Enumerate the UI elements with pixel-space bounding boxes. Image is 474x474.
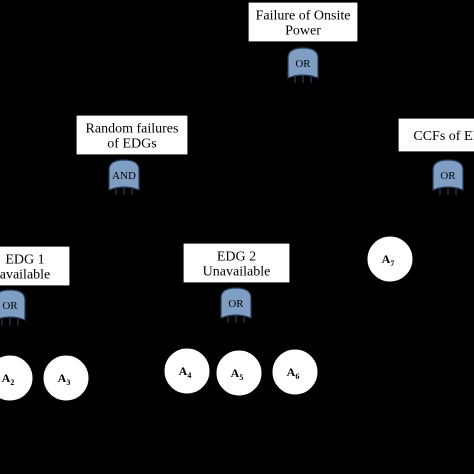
gate-label-g-ccf: OR	[440, 170, 456, 182]
event-label-top-1: Power	[285, 24, 321, 39]
gate-shape-g-top	[287, 47, 319, 79]
gate-label-g-top: OR	[295, 58, 311, 70]
basic-event-a2: A2	[0, 354, 34, 402]
basic-label-a2: A2	[2, 371, 15, 387]
gate-shape-g-random	[108, 159, 140, 191]
basic-label-a3: A3	[58, 371, 71, 387]
gate-g-top: OR	[287, 47, 319, 83]
gate-g-ccf: OR	[432, 159, 464, 195]
basic-label-a6: A6	[287, 365, 300, 381]
basic-circle-a3	[42, 354, 90, 402]
basic-circle-a5	[215, 349, 263, 397]
gate-label-g-edg1: OR	[2, 300, 18, 312]
gate-shape-g-ccf	[432, 159, 464, 191]
gate-shape-g-edg1	[0, 289, 26, 321]
gate-g-edg1: OR	[0, 289, 26, 325]
gate-g-edg2: OR	[220, 287, 252, 323]
basic-circle-a6	[271, 348, 319, 396]
event-label-top-0: Failure of Onsite	[256, 9, 351, 24]
event-label-ccf-0: CCFs of ED	[413, 129, 474, 144]
event-label-random-0: Random failures	[86, 122, 179, 137]
event-box-top	[247, 1, 359, 43]
event-label-random-1: of EDGs	[107, 137, 156, 152]
event-label-edg1-1: available	[0, 268, 50, 283]
event-box-random	[75, 114, 189, 156]
event-ccf: CCFs of ED	[397, 117, 474, 153]
basic-label-a4: A4	[179, 364, 192, 380]
event-box-edg2	[182, 242, 291, 284]
basic-event-a3: A3	[42, 354, 90, 402]
gate-label-g-random: AND	[112, 170, 136, 182]
gate-shape-g-edg2	[220, 287, 252, 319]
basic-label-a7: A7	[382, 252, 395, 268]
basic-event-a4: A4	[163, 347, 211, 395]
basic-event-a7: A7	[366, 235, 414, 283]
basic-label-a5: A5	[231, 366, 244, 382]
event-label-edg2-0: EDG 2	[217, 250, 256, 265]
event-box-ccf	[397, 117, 474, 153]
event-box-edg1	[0, 245, 71, 287]
gate-label-g-edg2: OR	[228, 298, 244, 310]
basic-event-a5: A5	[215, 349, 263, 397]
basic-circle-a2	[0, 354, 34, 402]
gate-g-random: AND	[108, 159, 140, 195]
basic-circle-a7	[366, 235, 414, 283]
basic-circle-a4	[163, 347, 211, 395]
basic-event-a6: A6	[271, 348, 319, 396]
event-label-edg1-0: EDG 1	[5, 253, 44, 268]
event-label-edg2-1: Unavailable	[203, 265, 271, 280]
